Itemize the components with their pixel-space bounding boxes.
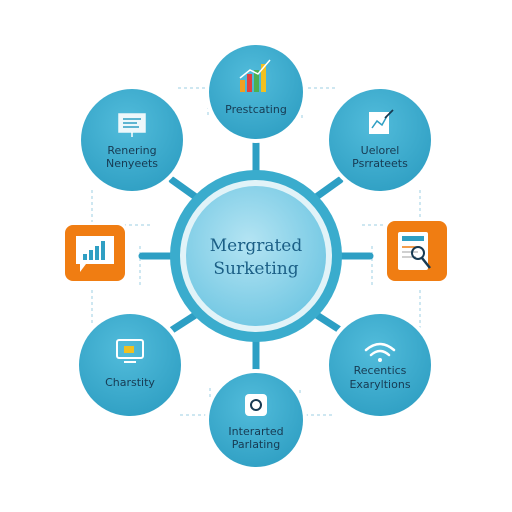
- node-bottom-label-2: Parlating: [232, 438, 281, 451]
- email-icon: [245, 394, 267, 416]
- node-top[interactable]: Prestcating: [205, 41, 307, 143]
- node-bottom-left-label: Charstity: [105, 376, 155, 389]
- side-icon-left[interactable]: [62, 222, 128, 284]
- node-top-right[interactable]: Uelorel Psrrateets: [325, 85, 435, 195]
- document-search-icon: [398, 232, 431, 270]
- node-top-right-label-1: Uelorel: [361, 144, 400, 157]
- wifi-icon: [364, 342, 396, 362]
- node-bottom-right-label-1: Recentics: [354, 364, 407, 377]
- center-hub: Mergrated Surketing: [170, 170, 342, 342]
- node-top-left[interactable]: Renering Nenyeets: [77, 85, 187, 195]
- node-bottom[interactable]: Interarted Parlating: [205, 369, 307, 471]
- node-bottom-right[interactable]: Recentics Exaryltions: [325, 310, 435, 420]
- presentation-board-icon: [118, 113, 146, 137]
- chart-message-icon: [76, 236, 114, 272]
- document-chart-icon: [369, 109, 394, 134]
- center-label-line2: Surketing: [213, 259, 298, 279]
- node-bottom-left[interactable]: Charstity: [75, 310, 185, 420]
- monitor-icon: [116, 339, 144, 363]
- node-top-label: Prestcating: [225, 103, 287, 116]
- side-icon-right[interactable]: [384, 218, 450, 284]
- node-bottom-label-1: Interarted: [228, 425, 283, 438]
- node-top-left-label-2: Nenyeets: [106, 157, 158, 170]
- node-top-left-label-1: Renering: [107, 144, 156, 157]
- node-bottom-right-label-2: Exaryltions: [349, 378, 410, 391]
- node-top-right-label-2: Psrrateets: [352, 157, 408, 170]
- center-label-line1: Mergrated: [210, 236, 303, 256]
- bar-chart-icon: [239, 59, 271, 92]
